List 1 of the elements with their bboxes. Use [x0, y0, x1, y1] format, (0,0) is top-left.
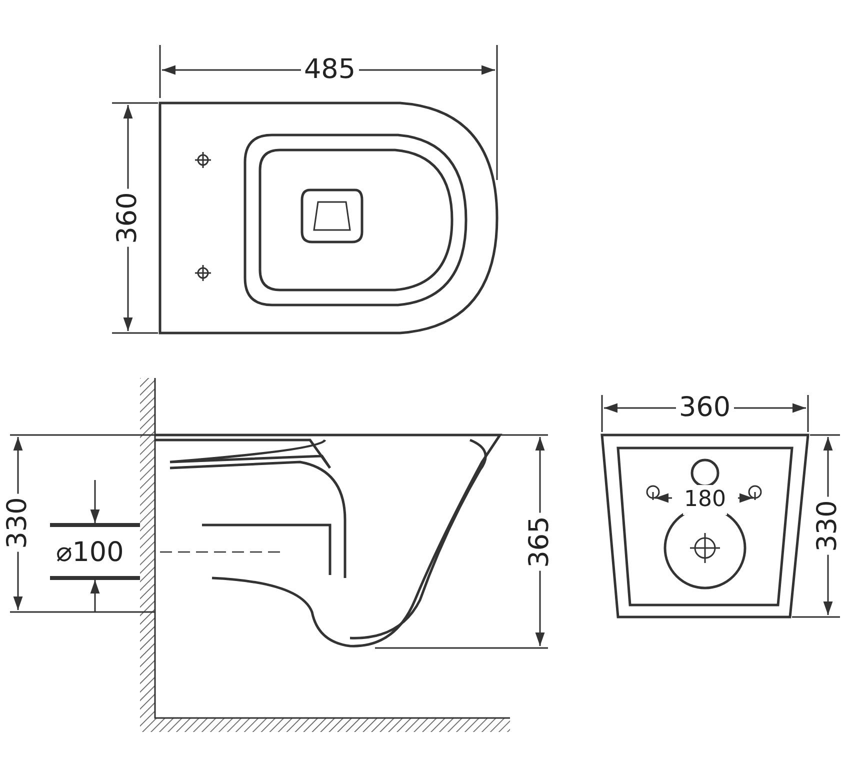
dimension-label: 180 [683, 485, 727, 515]
